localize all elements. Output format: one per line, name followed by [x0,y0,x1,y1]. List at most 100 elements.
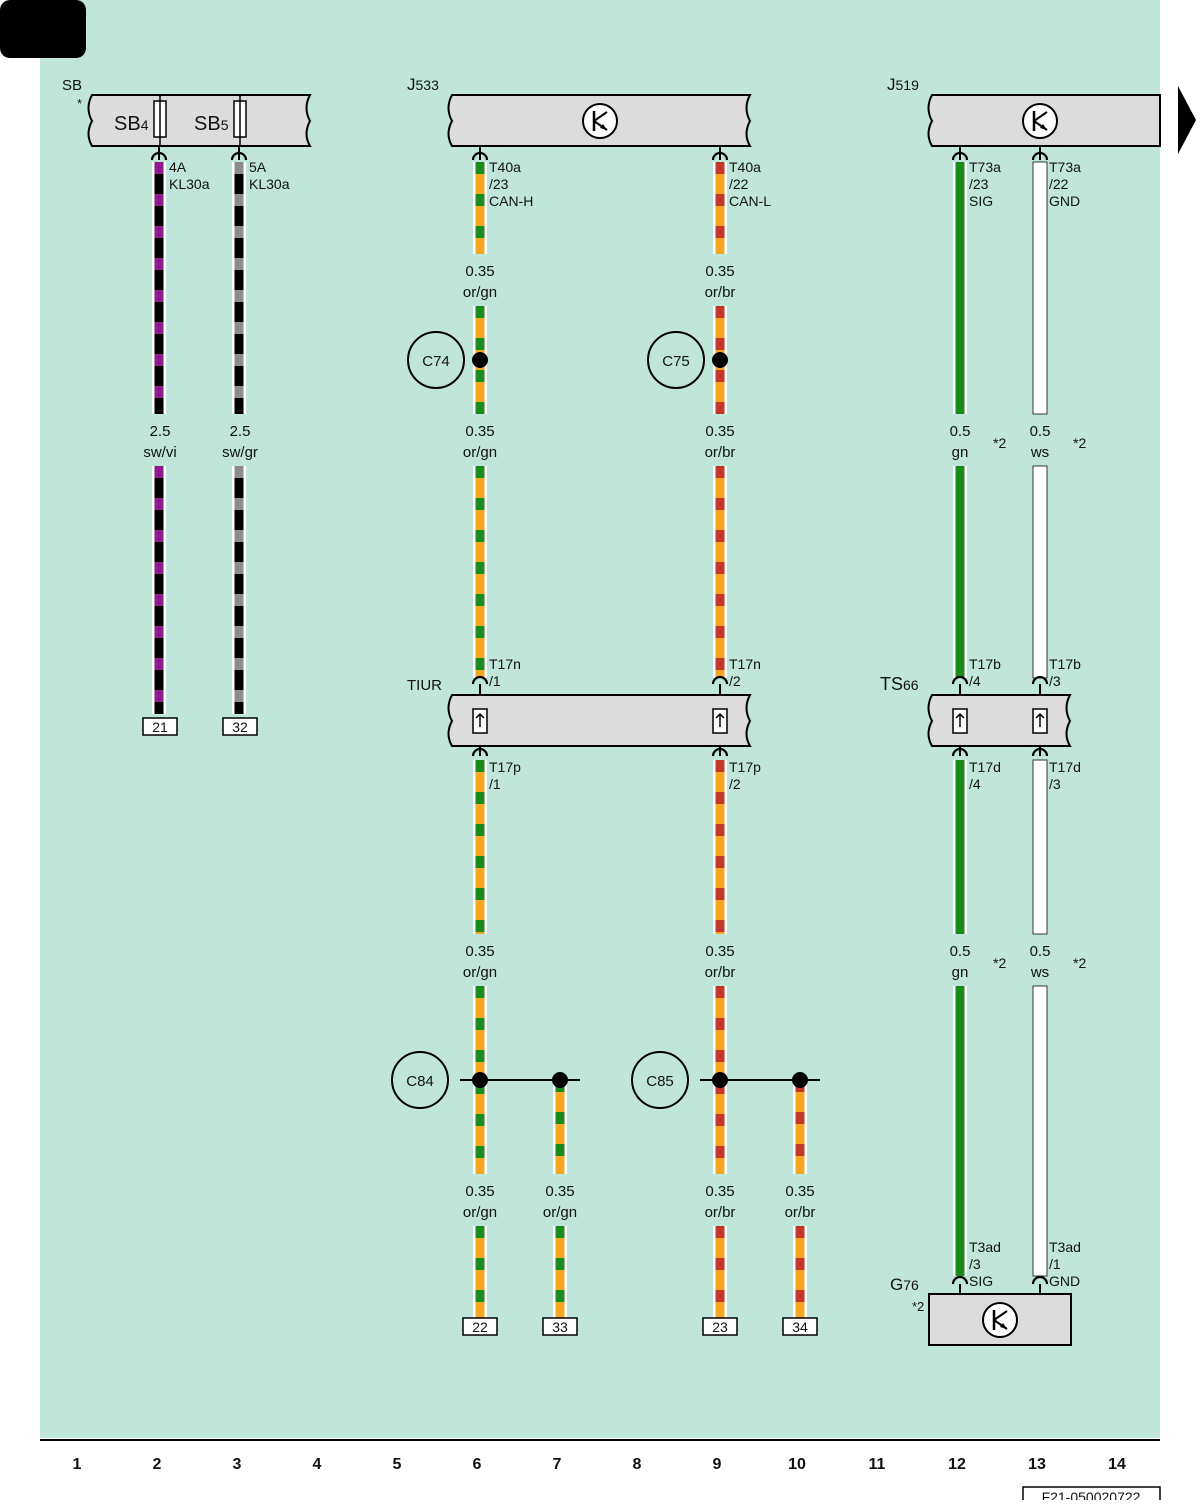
svg-text:or/gn: or/gn [463,444,497,461]
column-number: 1 [73,1456,82,1473]
column-number: 6 [473,1456,482,1473]
splice-c75[interactable]: C75 [647,331,728,389]
svg-text:0.5: 0.5 [1030,943,1051,960]
svg-text:0.35: 0.35 [705,1183,734,1200]
page-tab [0,0,86,58]
component-label-g76: G76 [890,1275,919,1294]
reference-box-33[interactable]: 33 [542,1317,578,1336]
transistor-j519-icon [1022,103,1058,139]
footnote-marker: *2 [993,955,1006,971]
component-label-sb: SB [62,77,82,94]
splice-label: C84 [406,1073,434,1090]
control-unit-j519[interactable] [927,94,1161,147]
svg-text:or/br: or/br [705,444,736,461]
wire-sw-gr [232,162,246,714]
fuse-label-sb5: SB5 [194,113,229,135]
splice-label: C74 [422,353,450,370]
svg-text:T17n: T17n [729,656,761,672]
svg-text:33: 33 [552,1319,568,1335]
splice-label: C75 [662,353,690,370]
reference-box-34[interactable]: 34 [782,1317,818,1336]
svg-text:0.35: 0.35 [705,263,734,280]
svg-text:0.5: 0.5 [950,943,971,960]
pin-label-ts66-bottom-4: T17d/4 [969,759,1001,792]
splice-c74[interactable]: C74 [407,331,488,389]
svg-text:T3ad: T3ad [969,1239,1001,1255]
svg-text:gn: gn [952,964,969,981]
svg-text:T3ad: T3ad [1049,1239,1081,1255]
component-label-j533: J533 [407,75,439,94]
reference-box-22[interactable]: 22 [462,1317,498,1336]
next-page-arrow-icon[interactable] [1178,86,1196,154]
svg-text:/22: /22 [1049,176,1069,192]
component-label-tiur: TIUR [407,677,442,694]
svg-text:or/br: or/br [705,1204,736,1221]
wire-label: 0.5ws [1030,423,1051,461]
svg-text:/22: /22 [729,176,749,192]
reference-box-32[interactable]: 32 [222,717,258,736]
svg-text:21: 21 [152,719,168,735]
splice-label: C85 [646,1073,674,1090]
svg-text:0.35: 0.35 [465,943,494,960]
wire-sw-vi [152,162,166,714]
wire-ws [1032,161,1048,1277]
svg-text:/3: /3 [969,1256,981,1272]
svg-text:5A: 5A [249,159,267,175]
svg-text:2.5: 2.5 [230,423,251,440]
document-code: F21-050020722 [1022,1486,1161,1505]
column-number: 5 [393,1456,402,1473]
pin-label-tiur-bottom-1: T17p/1 [489,759,521,792]
pin-cup-icon [1031,675,1049,685]
pin-cup-icon [1031,1275,1049,1285]
pin-cup-icon [951,1275,969,1285]
svg-text:/23: /23 [489,176,509,192]
svg-text:32: 32 [232,719,248,735]
column-number: 2 [153,1456,162,1473]
svg-text:/1: /1 [489,673,501,689]
splice-c84[interactable]: C84 [391,1051,580,1109]
connector-ts66[interactable] [927,694,1072,747]
footnote-marker: *2 [1073,955,1086,971]
component-note-sb: * [77,96,82,111]
svg-text:GND: GND [1049,1273,1080,1289]
svg-text:0.35: 0.35 [465,423,494,440]
svg-text:0.5: 0.5 [1030,423,1051,440]
svg-text:34: 34 [792,1319,808,1335]
fuse-carrier-sb[interactable] [87,94,312,147]
connector-pin-icon [712,708,728,734]
svg-text:T17b: T17b [1049,656,1081,672]
reference-box-21[interactable]: 21 [142,717,178,736]
wire-gn [953,162,967,1276]
column-number: 3 [233,1456,242,1473]
control-unit-j533[interactable] [447,94,752,147]
svg-text:/1: /1 [489,776,501,792]
pin-label-tiur-top-2: T17n/2 [729,656,761,689]
svg-text:ws: ws [1030,964,1049,981]
svg-text:CAN-L: CAN-L [729,193,771,209]
svg-text:T17d: T17d [969,759,1001,775]
reference-box-23[interactable]: 23 [702,1317,738,1336]
column-number: 7 [553,1456,562,1473]
svg-text:KL30a: KL30a [169,176,210,192]
svg-text:KL30a: KL30a [249,176,290,192]
svg-text:sw/vi: sw/vi [143,444,176,461]
splice-c85[interactable]: C85 [631,1051,820,1109]
connector-tiur[interactable] [447,694,752,747]
connector-pin-icon [472,708,488,734]
svg-text:2.5: 2.5 [150,423,171,440]
sensor-g76[interactable] [928,1293,1072,1346]
component-label-ts66: TS66 [880,674,919,694]
svg-text:T17p: T17p [729,759,761,775]
wire-label: 0.35 or/br [705,1183,736,1221]
column-number: 12 [948,1456,966,1473]
column-number: 9 [713,1456,722,1473]
